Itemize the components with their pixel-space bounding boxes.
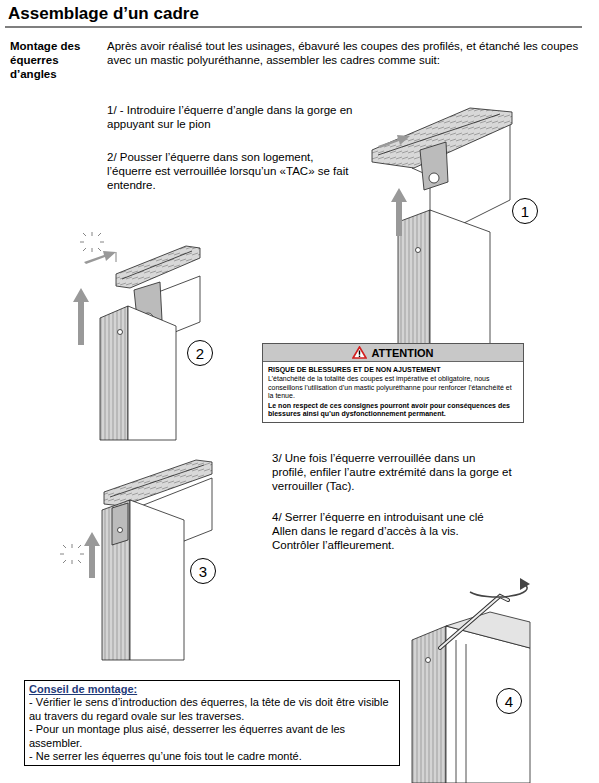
advice-box: Conseil de montage:- Vérifier le sens d’… (24, 680, 400, 766)
callout-number: 1 (521, 204, 529, 219)
step-3-figure (60, 460, 212, 660)
callout-circle: 1 (512, 198, 538, 224)
callout-number: 2 (196, 346, 204, 361)
warning-text: RISQUE DE BLESSURES ET DE NON AJUSTEMENT (263, 362, 523, 375)
callout-circle: 4 (496, 688, 522, 714)
step-4-figure (412, 578, 530, 783)
step-1-figure (372, 108, 512, 362)
callout-circle: 2 (187, 340, 213, 366)
warning-box: ATTENTION RISQUE DE BLESSURES ET DE NON A… (262, 343, 524, 423)
callout-number: 3 (199, 564, 207, 579)
step-text: 2/ Pousser l’équerre dans son logement, … (107, 151, 357, 192)
warning-band: ATTENTION (263, 344, 523, 362)
warning-heading: ATTENTION (371, 347, 433, 359)
title-rule (5, 26, 582, 27)
section-heading: Montage des équerres d’angles (10, 40, 100, 81)
step-text: 1/ - Introduire l’équerre d’angle dans l… (107, 104, 367, 132)
warning-text: Le non respect de ces consignes pourront… (263, 402, 523, 423)
page-title: Assemblage d’un cadre (8, 4, 199, 24)
warning-icon (352, 346, 367, 359)
advice-heading: Conseil de montage: (29, 683, 395, 696)
intro-text: Après avoir réalisé tout les usinages, é… (107, 40, 592, 68)
warning-text: L’étanchéité de la totalité des coupes e… (263, 375, 523, 401)
step-text: 4/ Serrer l’équerre en introduisant une … (272, 511, 507, 552)
step-text: 3/ Une fois l’équerre verrouillée dans u… (272, 452, 512, 493)
advice-item: - Ne serrer les équerres qu’une fois tou… (29, 750, 395, 763)
callout-circle: 3 (190, 558, 216, 584)
advice-item: - Vérifier le sens d’introduction des éq… (29, 696, 395, 723)
advice-item: - Pour un montage plus aisé, desserrer l… (29, 723, 395, 750)
step-2-figure (73, 232, 200, 440)
callout-number: 4 (505, 694, 513, 709)
